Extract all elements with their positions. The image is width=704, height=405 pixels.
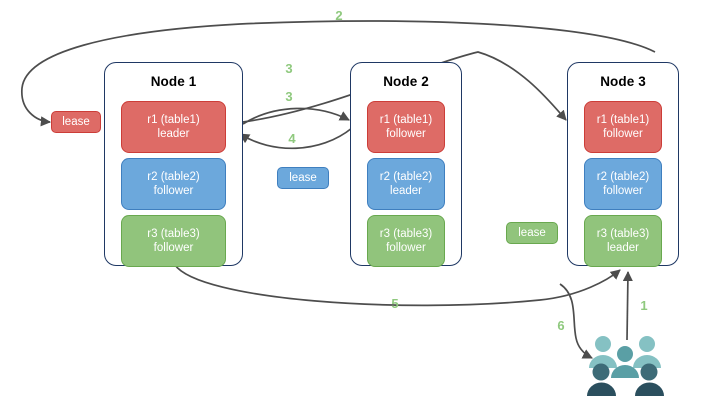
lease-badge-r1[interactable]: lease [51,111,101,133]
node-2-replica-r1-line2: follower [386,128,426,140]
users-icon [586,334,666,396]
node-2-replica-r3[interactable]: r3 (table3) follower [367,215,445,267]
node-3-replica-r2[interactable]: r2 (table2) follower [584,158,662,210]
node-1-title: Node 1 [150,74,197,89]
node-3[interactable]: Node 3 r1 (table1) follower r2 (table2) … [567,62,679,267]
node-3-replica-r2-line1: r2 (table2) [596,171,650,183]
node-2-replica-r2-line1: r2 (table2) [379,171,433,183]
node-2-replica-r2[interactable]: r2 (table2) leader [367,158,445,210]
node-1[interactable]: Node 1 r1 (table1) leader r2 (table2) fo… [104,62,243,267]
node-1-replica-r3[interactable]: r3 (table3) follower [121,215,226,267]
node-1-replica-r2[interactable]: r2 (table2) follower [121,158,226,210]
edge-label-4: 4 [288,131,296,146]
lease-badge-r3[interactable]: lease [506,222,558,244]
node-2-replica-r2-line2: leader [390,185,422,197]
node-3-title: Node 3 [600,74,646,89]
node-1-replica-r1[interactable]: r1 (table1) leader [121,101,226,153]
node-3-replica-r1-line2: follower [603,128,643,140]
node-2[interactable]: Node 2 r1 (table1) follower r2 (table2) … [350,62,462,267]
lease-badge-r2[interactable]: lease [277,167,329,189]
node-2-replica-r3-line2: follower [386,242,426,254]
node-1-replica-r1-line2: leader [157,128,190,140]
node-1-replica-r3-line2: follower [153,242,194,254]
node-3-replica-r1[interactable]: r1 (table1) follower [584,101,662,153]
node-2-title: Node 2 [383,74,429,89]
edge-3-lower-path [242,107,350,125]
node-1-replica-r2-line2: follower [153,185,194,197]
node-3-replica-r2-line2: follower [603,185,643,197]
node-2-replica-r3-line1: r3 (table3) [379,228,433,240]
users-icon-svg [587,336,664,396]
node-3-replica-r3-line1: r3 (table3) [596,228,650,240]
node-3-replica-r1-line1: r1 (table1) [596,114,650,126]
node-1-replica-r3-line1: r3 (table3) [147,228,200,240]
edge-1-path [622,270,633,341]
node-3-replica-r3[interactable]: r3 (table3) leader [584,215,662,267]
edge-label-5: 5 [391,296,399,311]
edge-label-6: 6 [557,318,565,333]
node-2-replica-r1-line1: r1 (table1) [379,114,433,126]
edge-label-3b: 3 [285,89,293,104]
node-2-replica-r1[interactable]: r1 (table1) follower [367,101,445,153]
edge-label-2: 2 [335,8,343,23]
node-1-replica-r2-line1: r2 (table2) [147,171,200,183]
node-3-replica-r3-line2: leader [607,242,639,254]
edge-label-3a: 3 [285,61,293,76]
node-1-replica-r1-line1: r1 (table1) [147,114,200,126]
edge-label-1: 1 [640,298,648,313]
